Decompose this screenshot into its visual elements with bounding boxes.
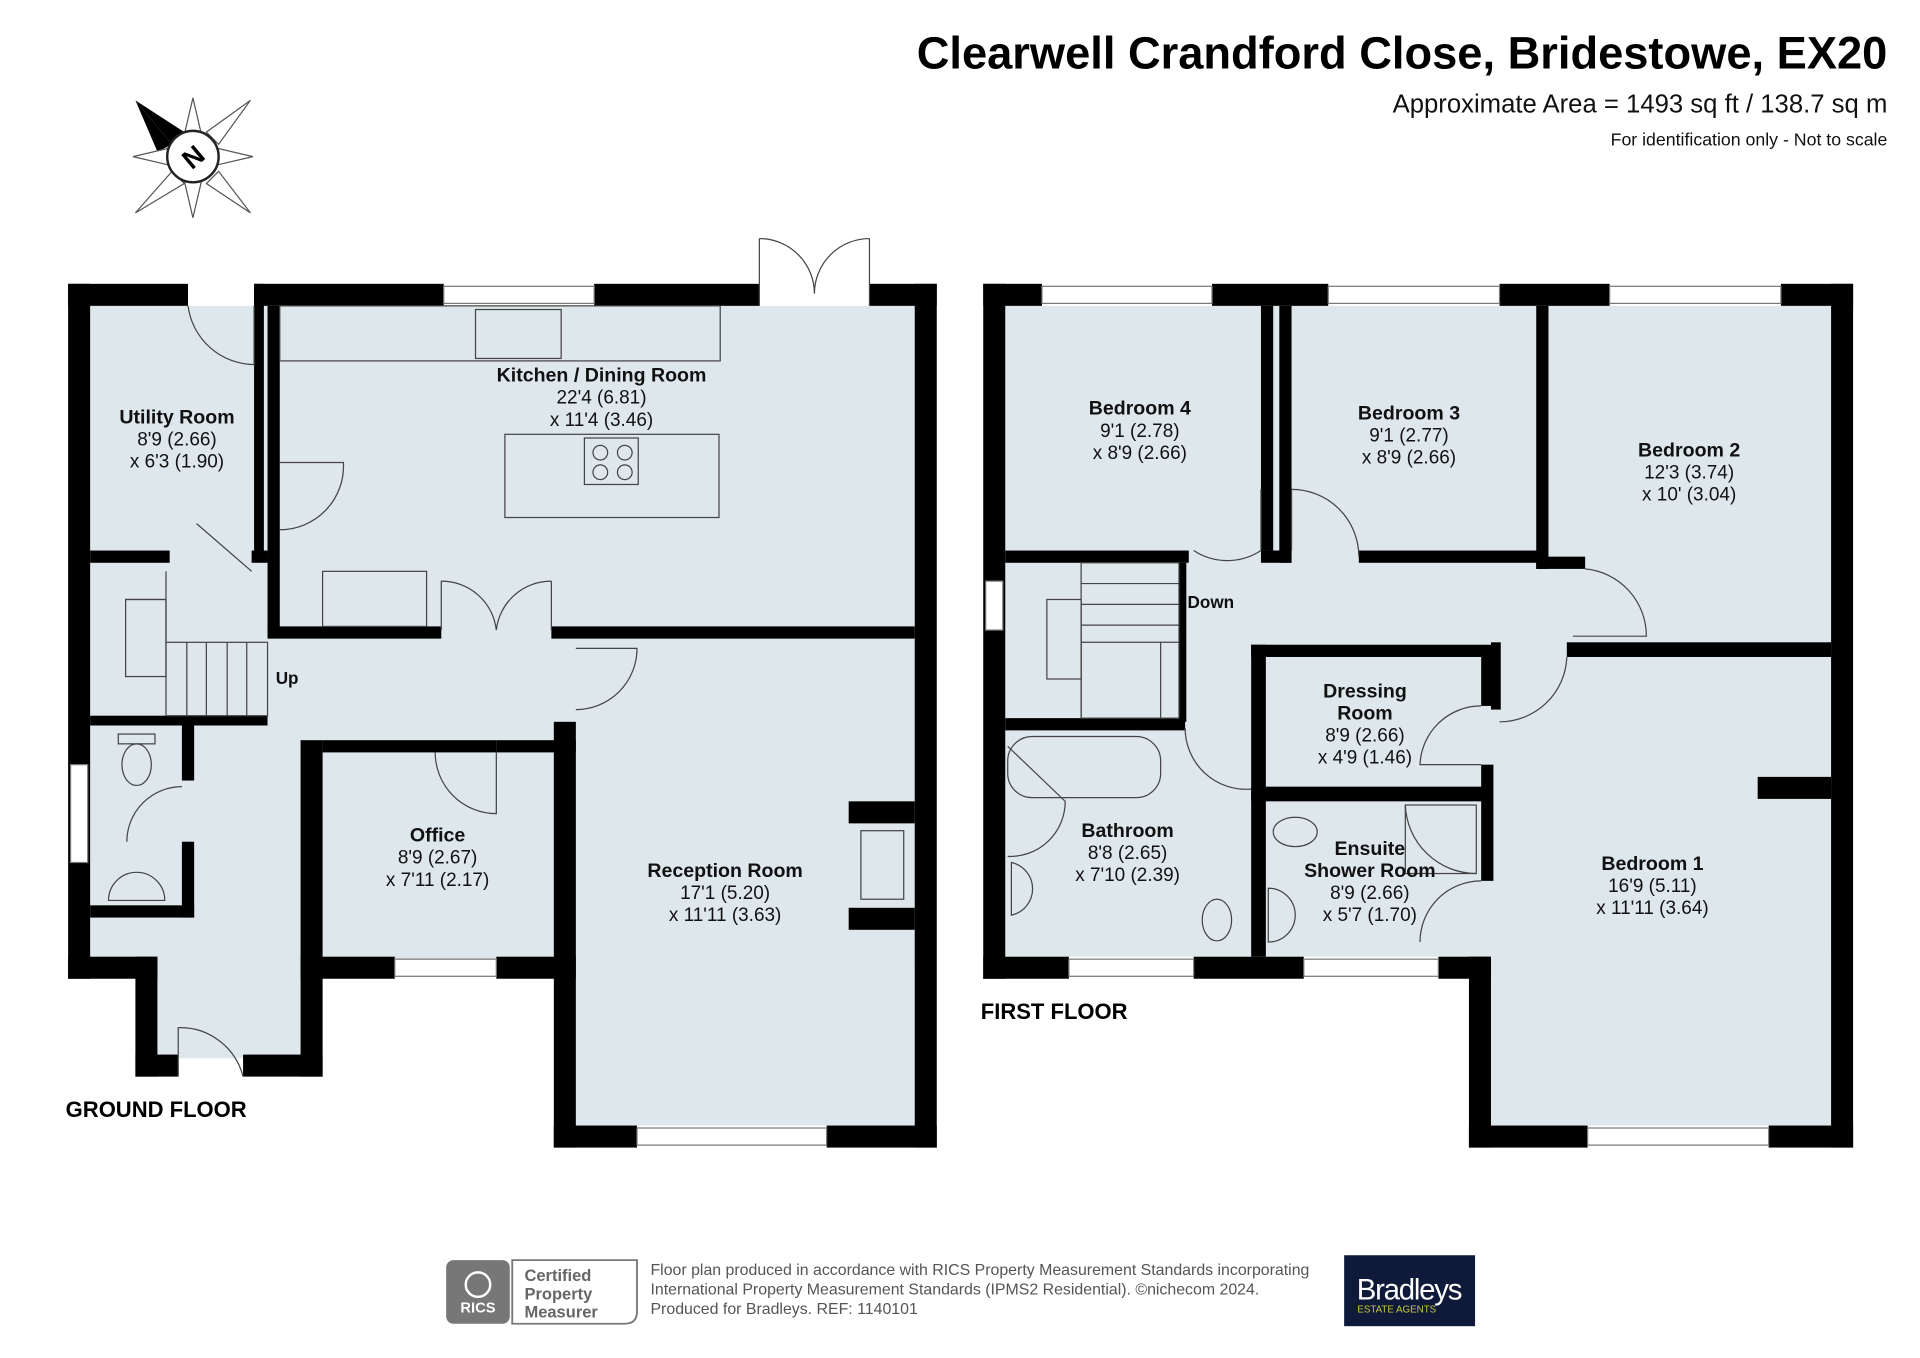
room-dim-bedroom-2-2: x 10' (3.04) (1642, 484, 1736, 505)
rics-logo: RICS Certified Property Measurer (446, 1259, 638, 1325)
property-title: Clearwell Crandford Close, Bridestowe, E… (917, 28, 1888, 79)
room-dim-kitchen-dining-2: x 11'4 (3.46) (550, 410, 653, 431)
room-dim-ensuite-1: 8'9 (2.66) (1330, 883, 1409, 904)
footer-line-2: International Property Measurement Stand… (650, 1281, 1259, 1298)
footer-line-1: Floor plan produced in accordance with R… (650, 1262, 1309, 1279)
brand-subtitle: ESTATE AGENTS (1357, 1305, 1436, 1316)
room-dim-office-1: 8'9 (2.67) (398, 848, 477, 869)
certified-line-2: Property (524, 1285, 593, 1303)
first-floor-label: FIRST FLOOR (981, 999, 1128, 1024)
room-name-utility: Utility Room (119, 406, 234, 428)
room-dim-bathroom-2: x 7'10 (2.39) (1075, 865, 1180, 886)
room-dim-reception-2: x 11'11 (3.63) (669, 905, 782, 926)
ground-floor-label: GROUND FLOOR (66, 1097, 247, 1122)
room-dim-bedroom-1-2: x 11'11 (3.64) (1596, 898, 1709, 919)
room-dim-utility-2: x 6'3 (1.90) (130, 451, 224, 472)
room-name-bedroom-2: Bedroom 2 (1638, 439, 1740, 461)
room-dim-ensuite-2: x 5'7 (1.70) (1323, 905, 1417, 926)
scale-note: For identification only - Not to scale (1611, 130, 1888, 150)
room-name-reception: Reception Room (647, 860, 802, 882)
room-dim-bedroom-4-1: 9'1 (2.78) (1100, 421, 1179, 442)
room-dim-bedroom-2-1: 12'3 (3.74) (1644, 462, 1734, 483)
room-dim-reception-1: 17'1 (5.20) (680, 883, 770, 904)
bradleys-logo: Bradleys ESTATE AGENTS (1344, 1255, 1476, 1327)
room-dim-bathroom-1: 8'8 (2.65) (1088, 843, 1167, 864)
room-name-bedroom-1: Bedroom 1 (1601, 853, 1703, 875)
certified-line-1: Certified (524, 1267, 591, 1285)
room-name-bathroom: Bathroom (1081, 820, 1173, 842)
room-name-dressing-room: Dressing (1323, 680, 1407, 702)
room-name-office: Office (410, 825, 466, 847)
room-dim-dressing-room-1: 8'9 (2.66) (1325, 725, 1404, 746)
room-dim-bedroom-3-2: x 8'9 (2.66) (1362, 448, 1456, 469)
room-dim-utility-1: 8'9 (2.66) (137, 429, 216, 450)
room-dim-bedroom-4-2: x 8'9 (2.66) (1093, 443, 1187, 464)
certified-line-3: Measurer (524, 1304, 598, 1322)
room-dim-bedroom-1-1: 16'9 (5.11) (1608, 876, 1697, 897)
approximate-area: Approximate Area = 1493 sq ft / 138.7 sq… (1393, 91, 1888, 119)
stairs-up-label: Up (276, 669, 299, 688)
footer-line-3: Produced for Bradleys. REF: 1140101 (650, 1301, 918, 1318)
compass-icon: N (132, 97, 254, 218)
rics-badge-text: RICS (460, 1301, 495, 1317)
room-dim-office-2: x 7'11 (2.17) (386, 870, 489, 891)
room-name-dressing-room-2: Room (1337, 702, 1392, 724)
brand-name: Bradleys (1357, 1273, 1462, 1306)
room-dim-kitchen-dining-1: 22'4 (6.81) (557, 388, 647, 409)
room-name-ensuite: Ensuite (1335, 838, 1406, 860)
stairs-down-label: Down (1188, 593, 1235, 612)
room-dim-dressing-room-2: x 4'9 (1.46) (1318, 747, 1412, 768)
first-floor-plan (983, 283, 1854, 1148)
room-name-kitchen-dining: Kitchen / Dining Room (497, 365, 707, 387)
ground-floor-plan (68, 237, 937, 1148)
room-name-bedroom-3: Bedroom 3 (1358, 403, 1460, 425)
room-name-ensuite-2: Shower Room (1304, 860, 1436, 882)
room-dim-bedroom-3-1: 9'1 (2.77) (1369, 426, 1448, 447)
room-name-bedroom-4: Bedroom 4 (1089, 398, 1191, 420)
